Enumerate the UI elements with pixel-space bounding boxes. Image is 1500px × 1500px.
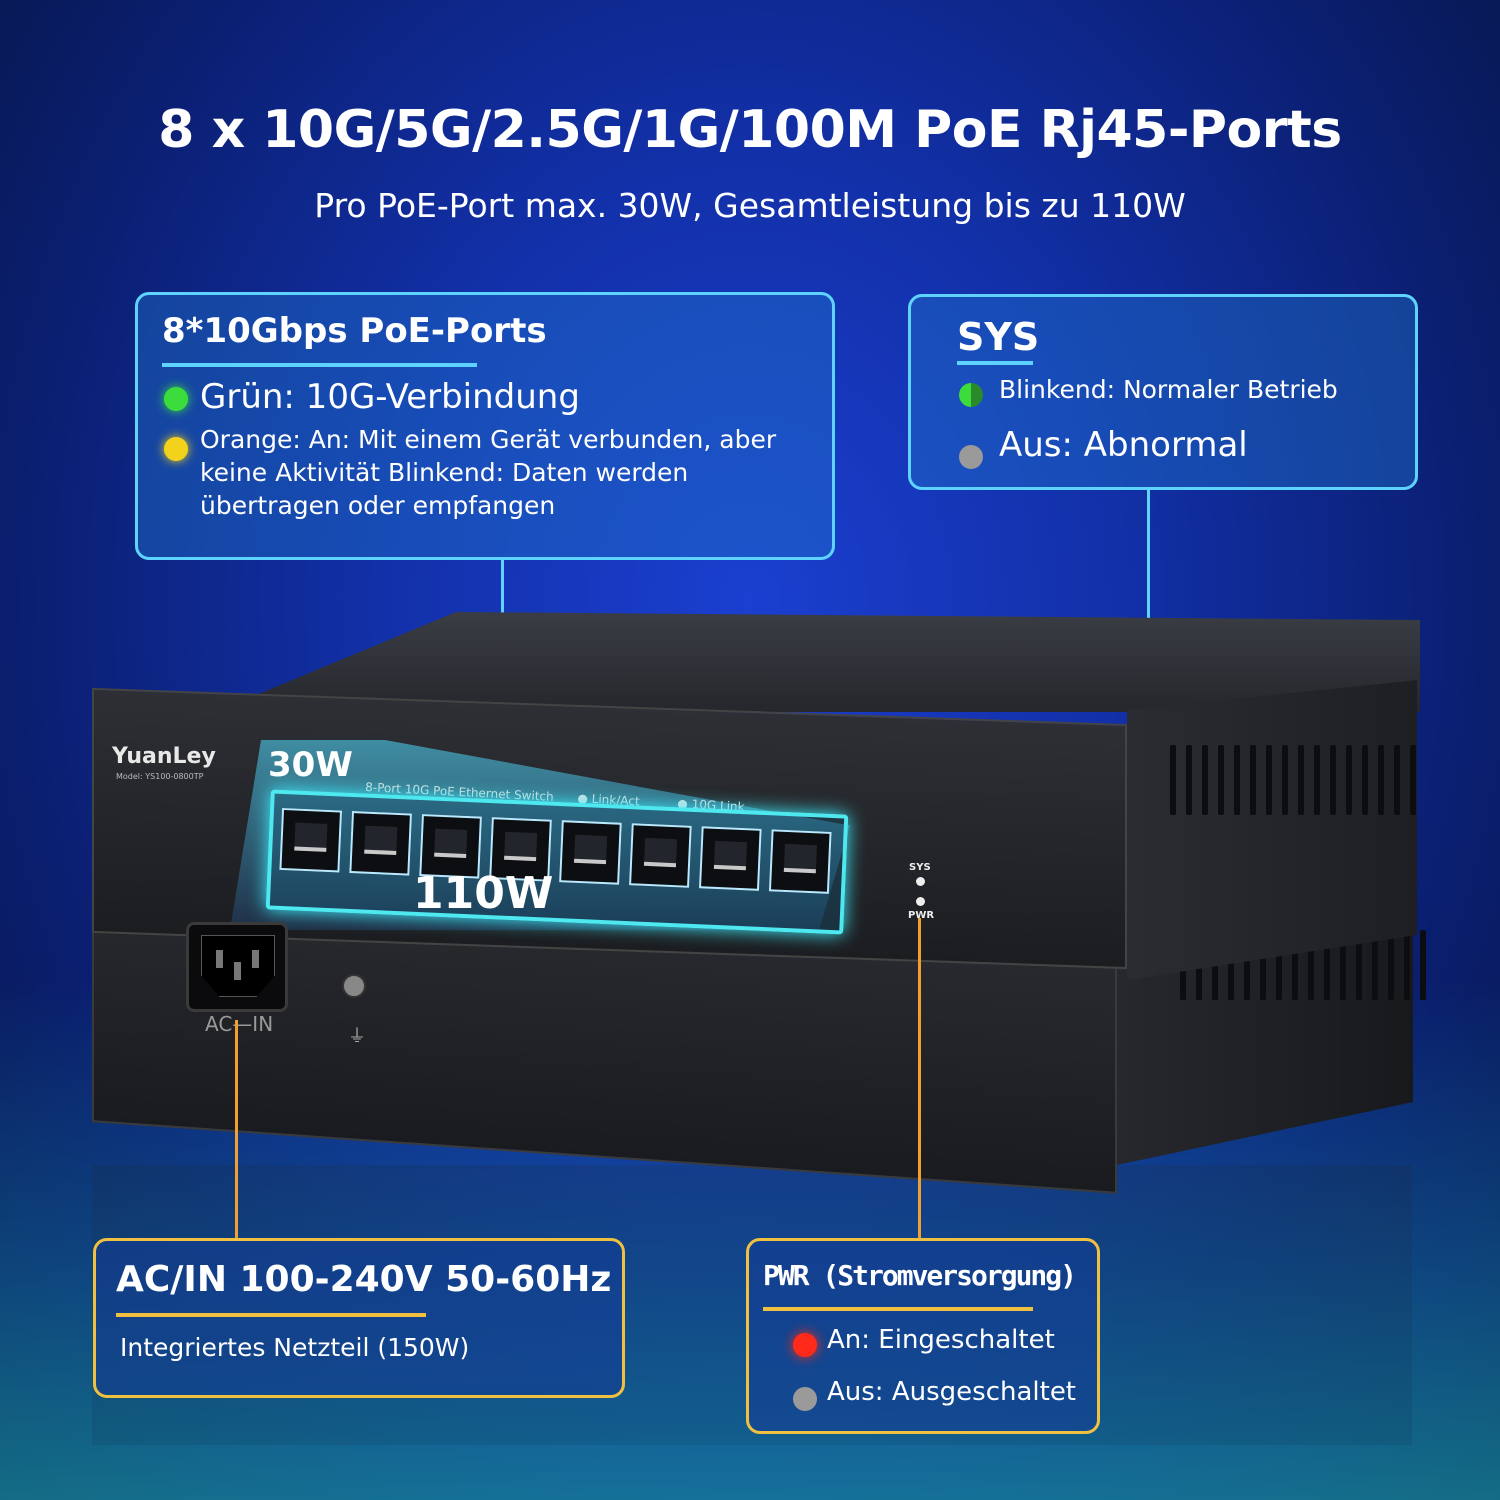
pwr-connector-line xyxy=(918,918,921,1238)
per-port-power-label: 30W xyxy=(268,745,353,785)
sys-callout-title: SYS xyxy=(957,315,1040,359)
pwr-callout-underline xyxy=(763,1307,1033,1311)
ground-screw-icon xyxy=(342,974,366,998)
ac-callout-detail: Integriertes Netzteil (150W) xyxy=(120,1333,470,1362)
ac-callout-title: AC/IN 100-240V 50-60Hz xyxy=(116,1259,612,1300)
ground-symbol-icon: ⏚ xyxy=(348,1026,366,1047)
ac-socket-inner xyxy=(201,935,275,997)
ac-callout: AC/IN 100-240V 50-60Hz Integriertes Netz… xyxy=(93,1238,625,1398)
pwr-led-label: PWR xyxy=(908,910,935,921)
sys-callout: SYS Blinkend: Normaler Betrieb Aus: Abno… xyxy=(908,294,1418,490)
ports-callout-title: 8*10Gbps PoE-Ports xyxy=(162,311,547,351)
ac-callout-underline xyxy=(116,1313,426,1317)
rj45-port[interactable] xyxy=(559,820,622,885)
green-led-label: Grün: 10G-Verbindung xyxy=(200,377,580,417)
pwr-on-led-icon xyxy=(793,1333,817,1357)
model-label: Model: YS100-0800TP xyxy=(116,772,204,781)
headline: 8 x 10G/5G/2.5G/1G/100M PoE Rj45-Ports xyxy=(158,100,1342,160)
pwr-callout: PWR (Stromversorgung) An: Eingeschaltet … xyxy=(746,1238,1100,1434)
rj45-port-row xyxy=(265,789,849,935)
brand-logo: YuanLey xyxy=(112,744,216,769)
rj45-port[interactable] xyxy=(768,829,832,894)
sys-callout-underline xyxy=(957,361,1033,365)
device-side-panel xyxy=(1127,680,1417,980)
side-vents xyxy=(1170,745,1416,815)
pwr-off-label: Aus: Ausgeschaltet xyxy=(827,1377,1077,1407)
sys-led-label: SYS xyxy=(909,862,931,873)
rj45-port[interactable] xyxy=(698,826,762,891)
ac-pin xyxy=(234,962,241,980)
ac-connector-line xyxy=(235,1020,238,1240)
ports-callout-underline xyxy=(162,363,477,367)
sys-blink-label: Blinkend: Normaler Betrieb xyxy=(999,375,1338,404)
rj45-port[interactable] xyxy=(279,807,343,873)
pwr-off-led-icon xyxy=(793,1387,817,1411)
total-power-label: 110W xyxy=(413,868,554,919)
ac-pin xyxy=(216,950,223,968)
pwr-callout-title: PWR (Stromversorgung) xyxy=(763,1259,1077,1292)
sys-off-led-icon xyxy=(959,445,983,469)
rj45-port[interactable] xyxy=(349,811,412,876)
ac-power-socket[interactable] xyxy=(186,922,288,1012)
rj45-port[interactable] xyxy=(629,823,692,888)
ports-callout: 8*10Gbps PoE-Ports Grün: 10G-Verbindung … xyxy=(135,292,835,560)
sys-off-label: Aus: Abnormal xyxy=(999,425,1248,465)
green-led-icon xyxy=(164,387,188,411)
orange-led-label: Orange: An: Mit einem Gerät verbunden, a… xyxy=(200,425,777,520)
pwr-led-icon xyxy=(916,897,925,906)
sys-led-icon xyxy=(916,877,925,886)
orange-led-icon xyxy=(164,437,188,461)
ac-in-label: AC—IN xyxy=(205,1012,274,1036)
pwr-on-label: An: Eingeschaltet xyxy=(827,1325,1055,1355)
subline: Pro PoE-Port max. 30W, Gesamtleistung bi… xyxy=(314,186,1186,225)
ac-pin xyxy=(252,950,259,968)
sys-blink-led-icon xyxy=(959,383,983,407)
device-top-cover xyxy=(215,612,1420,712)
